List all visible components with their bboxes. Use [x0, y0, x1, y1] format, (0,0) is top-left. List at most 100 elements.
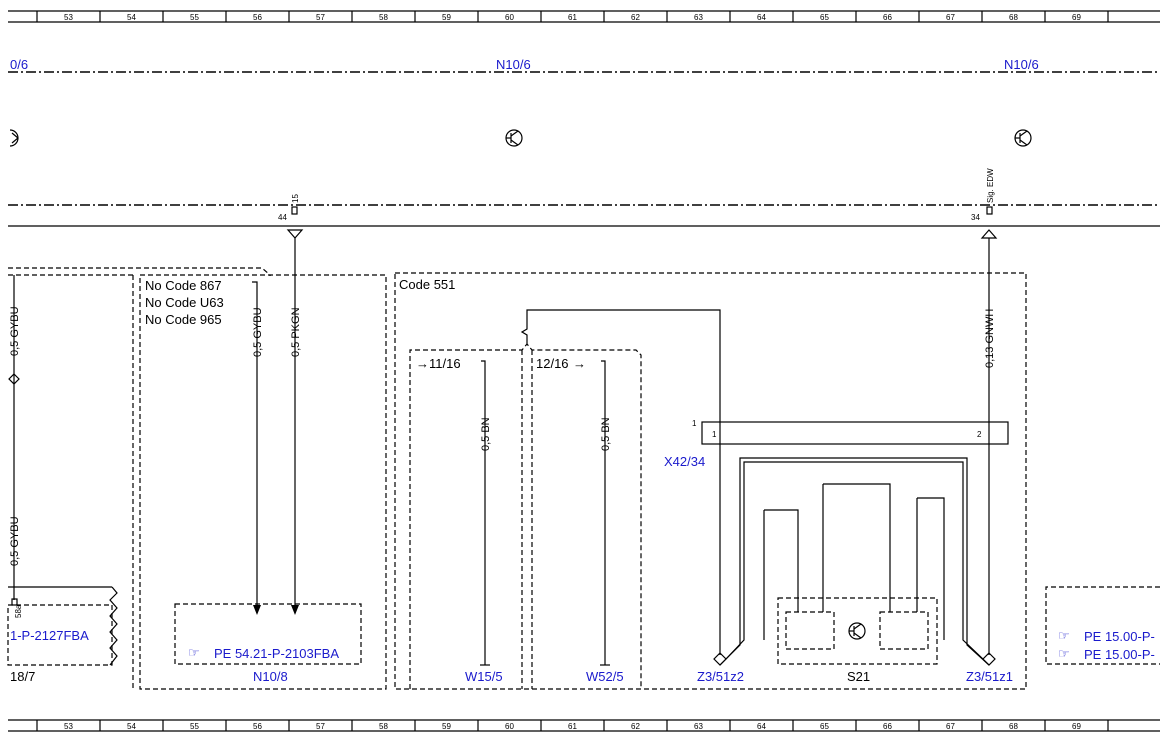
transistor-icon-right: [1014, 129, 1032, 147]
s21-wire-a: [764, 509, 799, 612]
s21-outer-loop: [725, 461, 984, 660]
n10-8-box: [174, 603, 362, 665]
left-component-box: [7, 604, 113, 666]
wire-label-bn2: 0,5 BN: [600, 417, 612, 451]
arrow-down-icon: [253, 605, 261, 615]
code-551-label: Code 551: [399, 277, 455, 292]
transistor-icon-mid: [505, 129, 523, 147]
x42-connector: [701, 421, 1009, 445]
arrow-up-icon: [980, 229, 998, 239]
sig-edw-label: Sig. EDW: [986, 168, 995, 203]
pointing-hand-icon: ☞: [1058, 646, 1070, 661]
ruler-number: 55: [190, 722, 199, 731]
s21-switch-icon: [848, 622, 866, 640]
ruler-number: 53: [64, 13, 73, 22]
bus-label-mid[interactable]: N10/6: [496, 57, 531, 72]
right-ref-link-1[interactable]: PE 15.00-P-: [1084, 629, 1155, 644]
ruler-number: 57: [316, 722, 325, 731]
bus-label-right[interactable]: N10/6: [1004, 57, 1039, 72]
wire-label-left-top: 0,5 GYBU: [9, 306, 21, 356]
n10-8-label[interactable]: N10/8: [253, 669, 288, 684]
z3-51z2-label[interactable]: Z3/51z2: [697, 669, 744, 684]
s21-contact-left: [785, 611, 835, 650]
ruler-number: 58: [379, 722, 388, 731]
no-code-box: [139, 274, 387, 690]
ruler-number: 68: [1009, 13, 1018, 22]
pointing-hand-icon: ☞: [188, 645, 200, 660]
ref-11-arrow: →: [416, 356, 429, 371]
wire-label-gybu: 0,5 GYBU: [252, 307, 264, 357]
ruler-number: 66: [883, 722, 892, 731]
splice-icon: [8, 373, 20, 385]
ruler-number: 69: [1072, 722, 1081, 731]
pin-58a-label: 58a: [14, 604, 23, 618]
s21-wire-c: [823, 483, 891, 612]
ruler-number: 60: [505, 13, 514, 22]
wire-label-pkgn: 0,5 PKGN: [290, 307, 302, 357]
code-551-box: [394, 272, 1027, 690]
ruler-number: 69: [1072, 13, 1081, 22]
s21-label: S21: [847, 669, 870, 684]
ruler-number: 67: [946, 13, 955, 22]
right-ref-link-2[interactable]: PE 15.00-P-: [1084, 647, 1155, 662]
s21-wire-e: [917, 497, 945, 640]
ruler-number: 57: [316, 13, 325, 22]
ruler-number: 62: [631, 13, 640, 22]
wire-label-left-bottom: 0,5 GYBU: [9, 516, 21, 566]
arrow-down-icon: [286, 229, 304, 239]
s21-outer-loop-2: [719, 457, 990, 666]
bus-label-left[interactable]: 0/6: [10, 57, 28, 72]
ruler-number: 55: [190, 13, 199, 22]
mid-ref-link[interactable]: PE 54.21-P-2103FBA: [214, 646, 339, 661]
ruler-number: 56: [253, 722, 262, 731]
ruler-number: 65: [820, 722, 829, 731]
ruler-number: 54: [127, 13, 136, 22]
x42-label[interactable]: X42/34: [664, 454, 705, 469]
ruler-number: 62: [631, 722, 640, 731]
right-ref-box: [1045, 586, 1160, 665]
s21-box: [777, 597, 938, 665]
no-code-line-1: No Code 867: [145, 278, 222, 293]
bn2-wire-start: [601, 360, 606, 365]
ruler-number: 54: [127, 722, 136, 731]
pin-34-label: 34: [971, 213, 980, 222]
pointing-hand-icon: ☞: [1058, 628, 1070, 643]
ruler-number: 61: [568, 722, 577, 731]
gybu-wire-start: [252, 281, 258, 286]
ruler-number: 61: [568, 13, 577, 22]
pin-44-connector: [291, 206, 298, 215]
code-551-loop-wire: [520, 309, 721, 655]
pin-58a-connector: [11, 598, 18, 606]
x42-pin-1: 1: [692, 419, 697, 428]
ruler-number: 56: [253, 13, 262, 22]
left-component-id: 18/7: [10, 669, 35, 684]
ruler-number: 65: [820, 13, 829, 22]
ruler-number: 63: [694, 722, 703, 731]
ruler-number: 68: [1009, 722, 1018, 731]
no-code-line-2: No Code U63: [145, 295, 224, 310]
ruler-number: 59: [442, 722, 451, 731]
w52-label[interactable]: W52/5: [586, 669, 624, 684]
ruler-number: 64: [757, 13, 766, 22]
ruler-number: 58: [379, 13, 388, 22]
ruler-number: 63: [694, 13, 703, 22]
ruler-number: 64: [757, 722, 766, 731]
left-ref-link[interactable]: 1-P-2127FBA: [10, 628, 89, 643]
break-mark: [109, 586, 118, 666]
w15-label[interactable]: W15/5: [465, 669, 503, 684]
x42-pin-2: 2: [977, 430, 982, 439]
pin-44-label: 44: [278, 213, 287, 222]
no-code-line-3: No Code 965: [145, 312, 222, 327]
wire-label-gnwh: 0,13 GNWH: [984, 309, 996, 368]
transistor-icon-left: [9, 129, 19, 147]
z3-51z1-label[interactable]: Z3/51z1: [966, 669, 1013, 684]
pin-34-connector: [986, 206, 993, 215]
inner-split-box: [409, 343, 642, 689]
ref-12-arrow: →: [573, 356, 586, 371]
pin-15-label: 15: [291, 194, 300, 203]
x42-pin-1-inner: 1: [712, 430, 717, 439]
ref-11-16: 11/16: [429, 356, 461, 371]
s21-contact-right: [879, 611, 929, 650]
ruler-number: 67: [946, 722, 955, 731]
